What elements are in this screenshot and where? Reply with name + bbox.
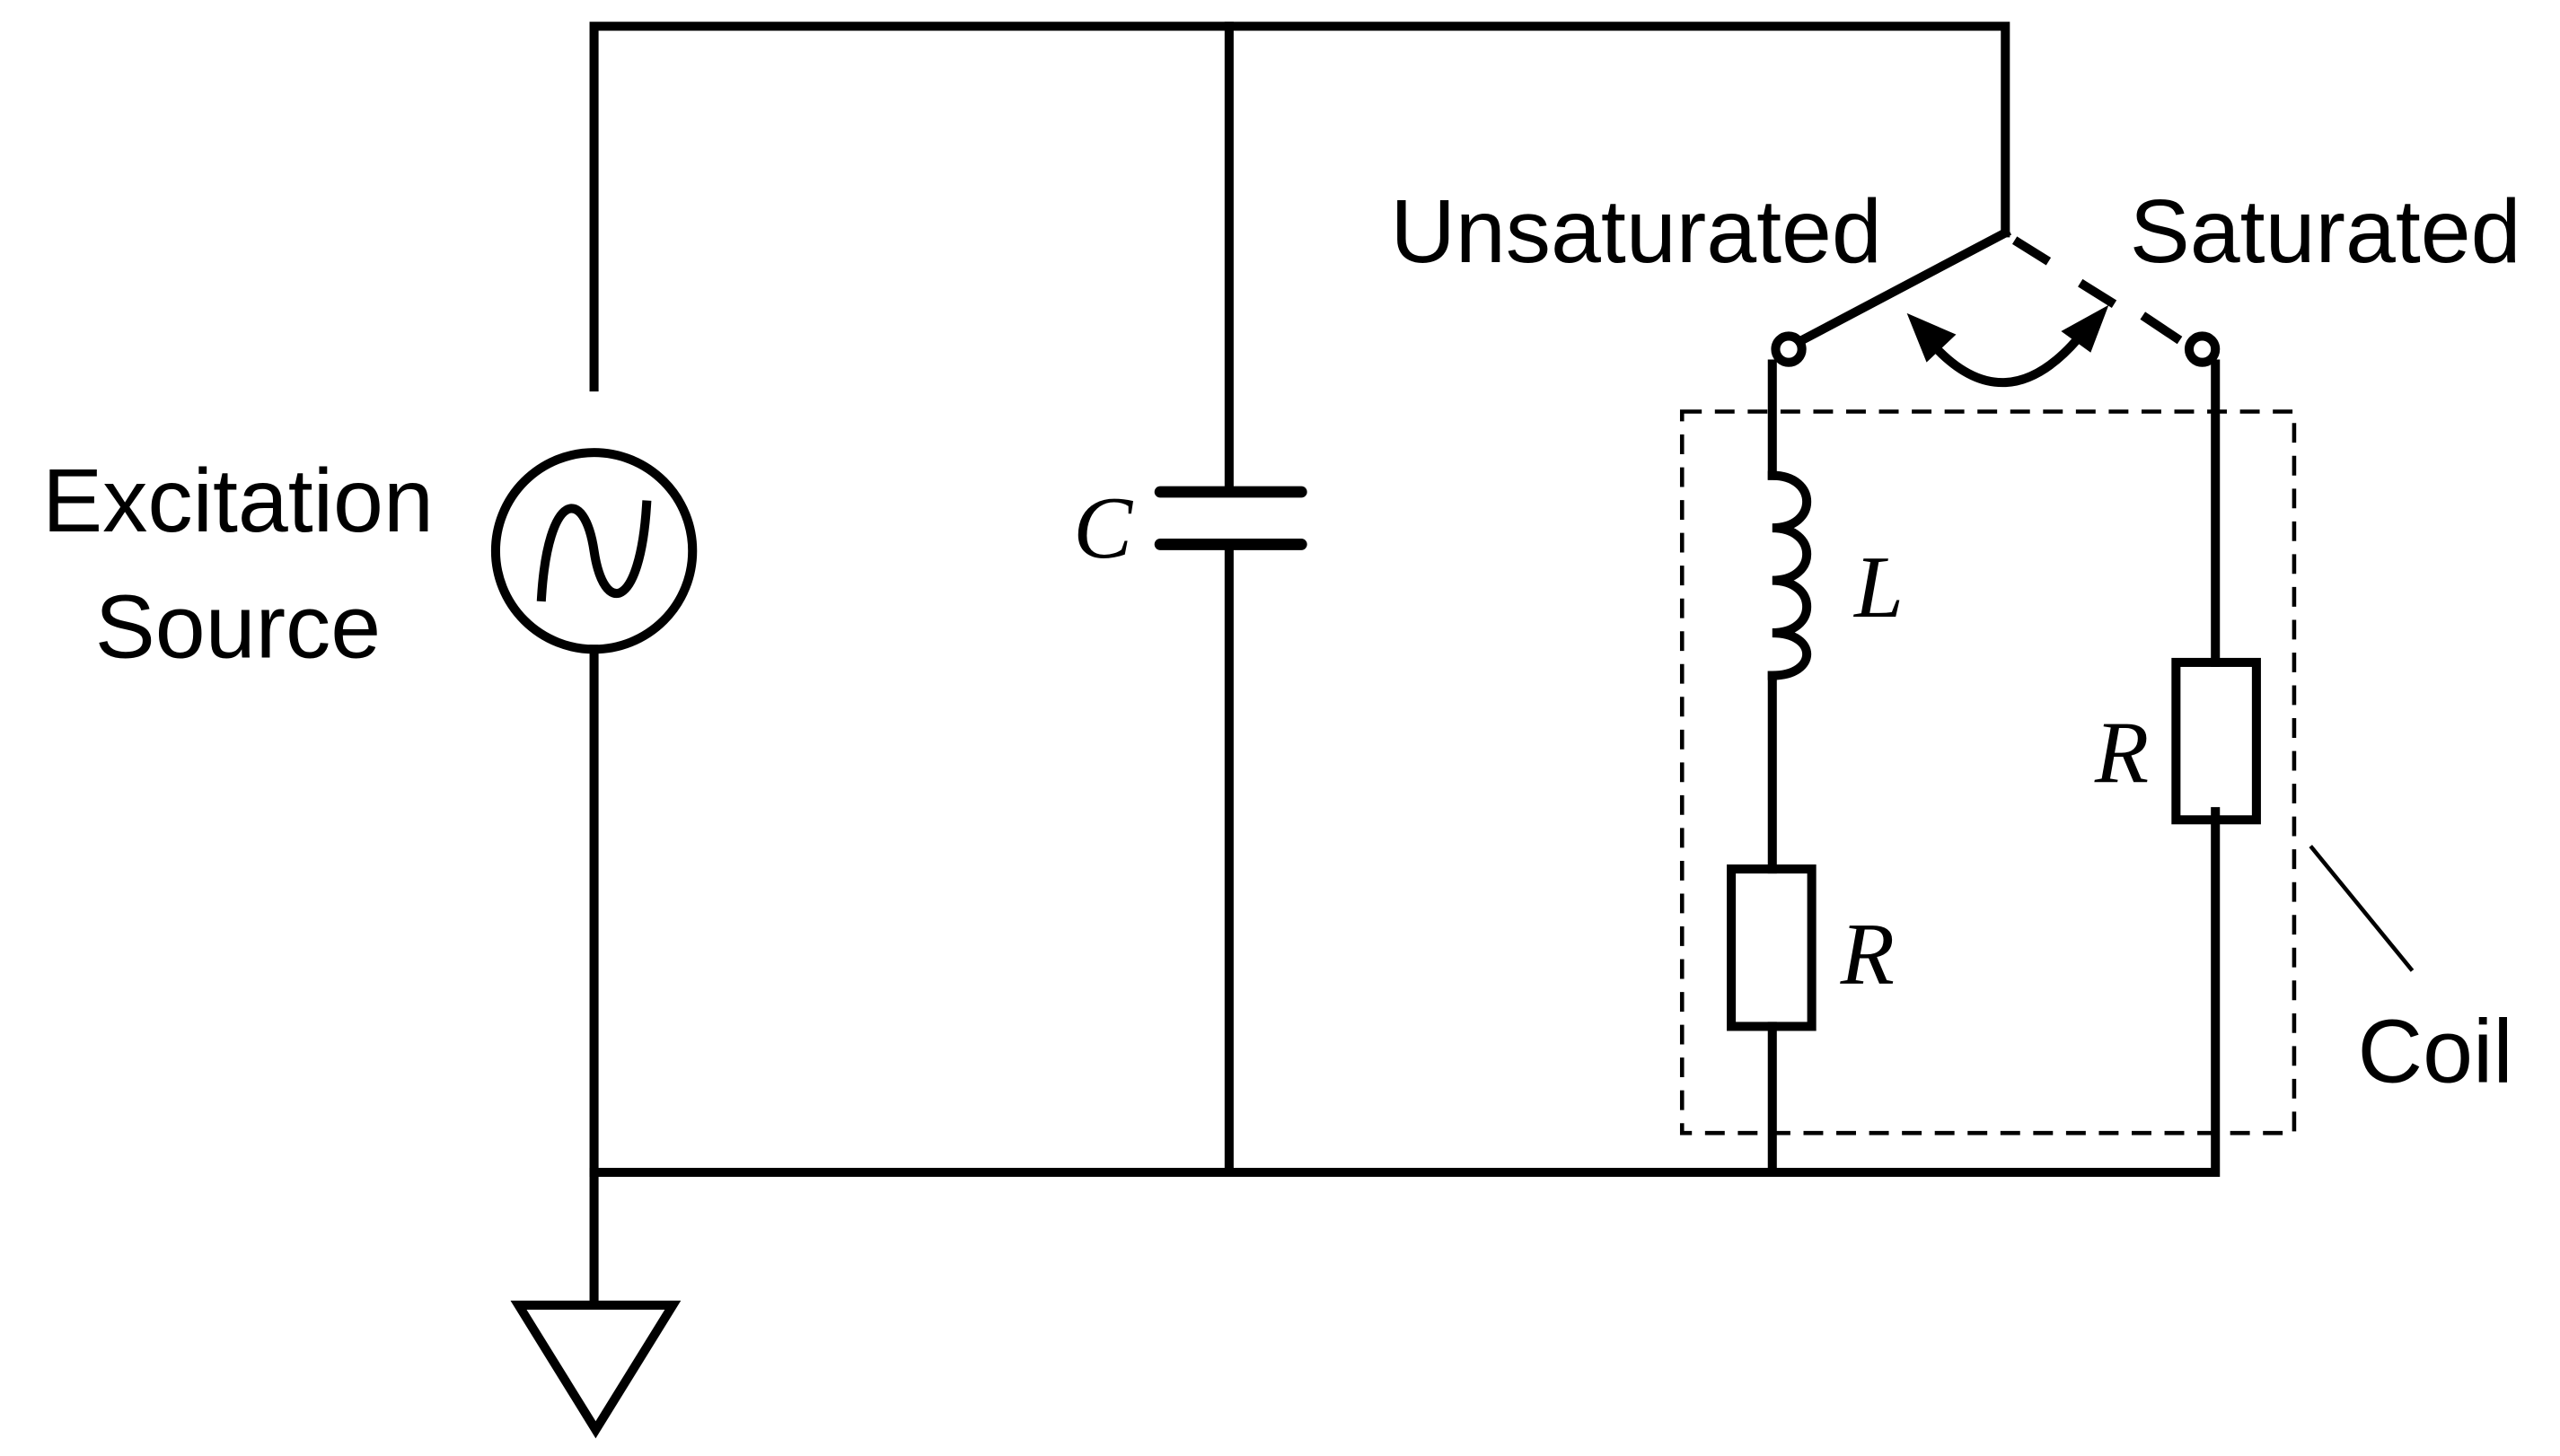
switch-saturated-dash-c <box>2140 311 2183 345</box>
switch-arc-arrow <box>1922 324 2091 388</box>
arrowhead-left-icon <box>1906 312 1957 363</box>
ac-source <box>490 448 698 654</box>
resistor-saturated <box>2171 657 2261 825</box>
bottom-wire <box>589 807 2221 1178</box>
switch-saturated-dash-b <box>2078 278 2117 309</box>
switch-saturated-dash-a <box>2011 236 2052 266</box>
resistor-coil <box>1727 864 1817 1031</box>
unsaturated-label: Unsaturated <box>1390 181 1881 282</box>
ground-icon <box>510 1300 682 1439</box>
switch-lever <box>1797 226 2012 346</box>
arrowhead-right-icon <box>2061 304 2109 353</box>
coil-label: Coil <box>2358 1002 2513 1102</box>
capacitor-label: C <box>1073 479 1133 577</box>
sine-wave-icon <box>536 500 652 602</box>
coil-leader <box>2309 845 2415 972</box>
source-label-line2: Source <box>95 576 381 677</box>
saturated-label: Saturated <box>2130 181 2521 282</box>
inductor-coil <box>1767 470 1811 680</box>
coil-box <box>1679 409 2297 1136</box>
ac-source-circle <box>490 448 698 654</box>
inductor-label: L <box>1852 539 1904 636</box>
contact-unsaturated <box>1771 331 1807 367</box>
top-wire <box>589 22 2010 392</box>
switch <box>1771 226 2221 388</box>
contact-saturated <box>2184 331 2221 367</box>
resistor-coil-label: R <box>1840 906 1895 1004</box>
resistor-saturated-label: R <box>2094 704 2149 802</box>
source-label-line1: Excitation <box>42 451 434 551</box>
